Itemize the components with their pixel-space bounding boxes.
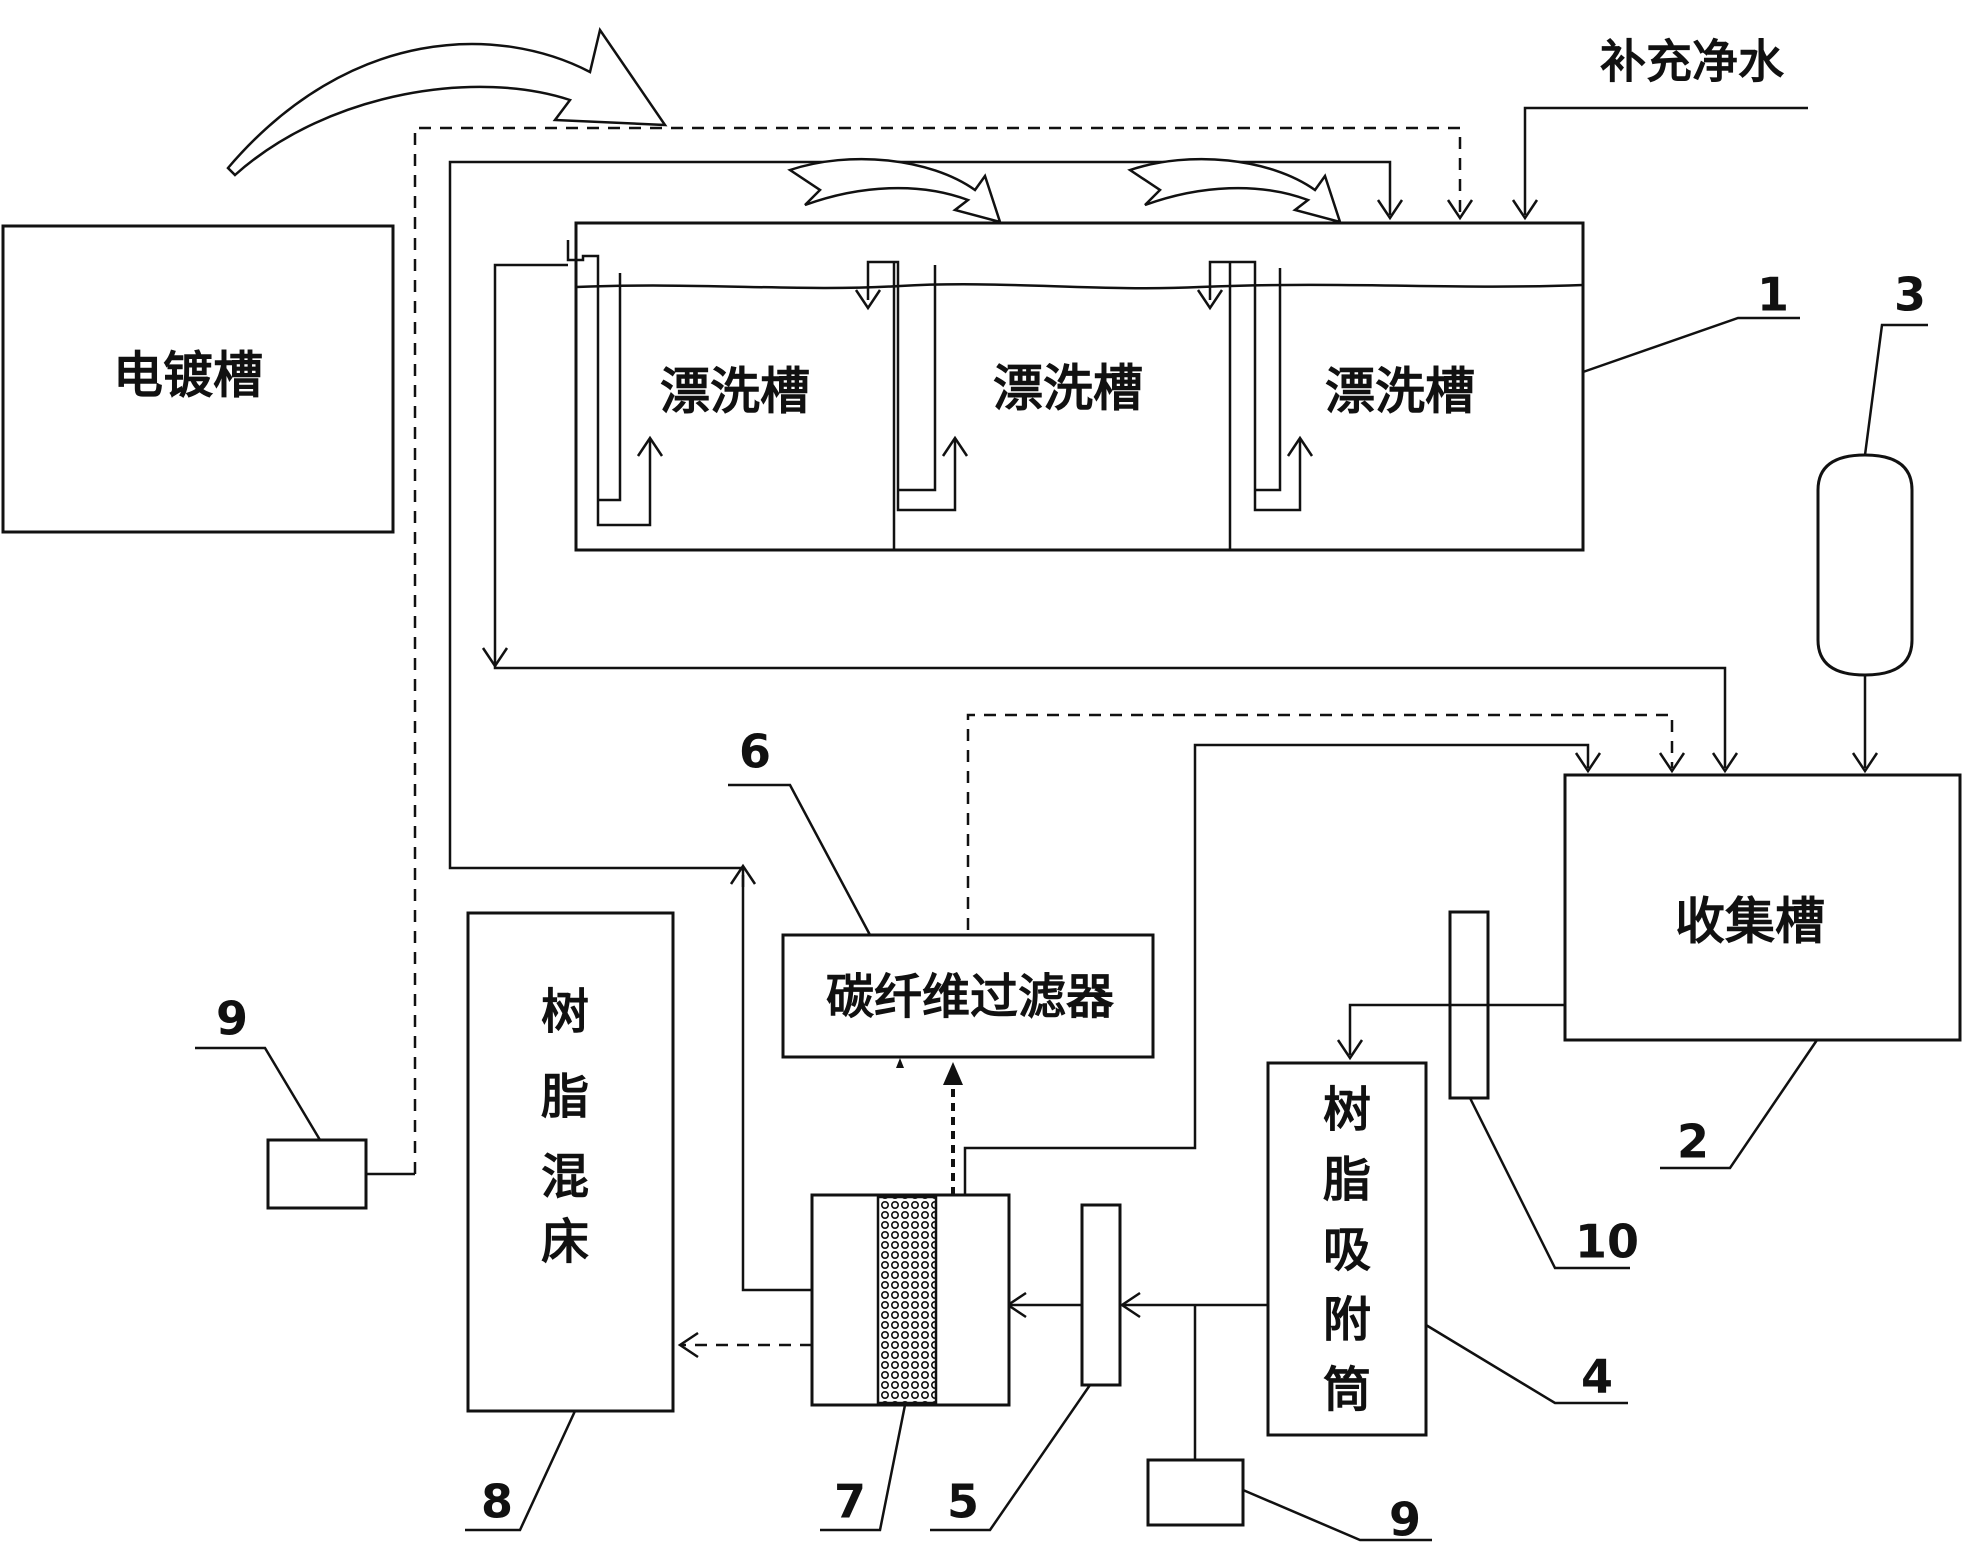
callout-1: 1 <box>1757 268 1789 322</box>
callout-10: 10 <box>1575 1215 1639 1269</box>
small-transfer-arrow-2 <box>1127 157 1342 224</box>
callout-leader-4 <box>1425 1323 1628 1405</box>
arrowhead-vessel-3 <box>1851 752 1879 774</box>
arrowhead-solid-top <box>1376 199 1404 221</box>
overflow-pipe-1b <box>598 273 622 502</box>
filter-to-collection-line <box>963 743 1590 1195</box>
dashed-filter-line <box>966 713 1674 930</box>
callout-leader-9-left <box>195 1046 322 1141</box>
water-surface <box>575 283 1584 290</box>
callout-leader-8 <box>465 1410 577 1532</box>
small-transfer-arrow-1 <box>787 157 1002 224</box>
callout-9-left: 9 <box>216 992 248 1046</box>
resin-adsorption-char-5: 筒 <box>1323 1362 1371 1418</box>
arrowhead-pipe-3-up <box>1286 435 1314 457</box>
rinse-tank-label-2: 漂洗槽 <box>993 360 1143 418</box>
arrowhead-pipe-2-up <box>941 435 969 457</box>
overflow-pipe-2 <box>866 260 957 512</box>
arrowhead-to-resin-adsorption <box>1336 1039 1364 1061</box>
electroplating-tank-label: 电镀槽 <box>113 347 263 405</box>
rinse-tank-label-3: 漂洗槽 <box>1325 363 1475 421</box>
arrowhead-clean-water <box>1511 199 1539 221</box>
callout-3: 3 <box>1894 268 1926 322</box>
callout-4: 4 <box>1581 1350 1613 1404</box>
unit-7-return-line <box>741 875 812 1292</box>
arrowhead-dotted-carbon <box>943 1062 963 1085</box>
callout-8: 8 <box>481 1475 513 1529</box>
arrowhead-small-carbon <box>896 1058 904 1068</box>
overflow-pipe-1 <box>566 240 652 527</box>
clean-water-line <box>1523 106 1808 215</box>
callout-5: 5 <box>947 1475 979 1529</box>
resin-adsorption-char-3: 吸 <box>1323 1222 1371 1278</box>
resin-mixed-bed-char-4: 床 <box>541 1214 589 1270</box>
solid-return-line-top <box>448 160 1392 887</box>
arrowhead-drain-left <box>481 647 509 669</box>
arrowhead-to-mixed-bed <box>677 1331 699 1359</box>
collection-outlet-line <box>1348 1003 1565 1055</box>
callout-leader-9-lower <box>1242 1488 1432 1542</box>
overflow-pipe-3b <box>1255 268 1282 492</box>
resin-adsorption-column <box>1266 1061 1428 1437</box>
carbon-fiber-filter-label: 碳纤维过滤器 <box>826 969 1115 1025</box>
arrowhead-pipe-3-down <box>1196 289 1224 311</box>
callout-2: 2 <box>1677 1115 1709 1169</box>
control-unit-9-left <box>266 1138 368 1210</box>
carbon-fiber-filter <box>781 933 1155 1059</box>
resin-adsorption-char-4: 附 <box>1323 1292 1371 1348</box>
electroplating-tank <box>1 224 395 534</box>
filter-media-7 <box>876 1195 938 1405</box>
callout-7: 7 <box>834 1475 866 1529</box>
big-transfer-arrow <box>226 26 668 177</box>
pump-5 <box>1080 1203 1122 1387</box>
collection-tank <box>1563 773 1962 1042</box>
callout-6: 6 <box>739 725 771 779</box>
resin-mixed-bed-char-1: 树 <box>541 984 589 1040</box>
callout-9-lower: 9 <box>1389 1493 1421 1547</box>
control-unit-9-lower <box>1146 1458 1245 1527</box>
callout-leader-1 <box>1582 316 1800 374</box>
overflow-pipe-3 <box>1208 260 1302 512</box>
collection-tank-label: 收集槽 <box>1675 893 1825 951</box>
callout-leader-7 <box>820 1404 907 1532</box>
rinse-tank-label-1: 漂洗槽 <box>660 363 810 421</box>
arrowhead-dashed-top <box>1446 199 1474 221</box>
arrowhead-pipe-2-down <box>854 289 882 311</box>
rinse-tank-assembly <box>574 221 1585 552</box>
resin-mixed-bed <box>466 911 675 1413</box>
arrowhead-drain-collect <box>1711 752 1739 774</box>
callout-leader-2 <box>1660 1039 1819 1170</box>
callout-leader-10 <box>1468 1097 1630 1270</box>
arrowhead-to-pump-5 <box>1119 1291 1141 1319</box>
callout-leader-6 <box>728 783 872 936</box>
arrowhead-resin-up <box>729 863 757 885</box>
callout-leader-3 <box>1863 323 1928 456</box>
overflow-pipe-2b <box>898 265 937 492</box>
arrowhead-pipe-1 <box>636 435 664 457</box>
resin-mixed-bed-char-2: 脂 <box>541 1069 589 1125</box>
vessel-3 <box>1816 453 1914 677</box>
arrowhead-dashed-collect <box>1658 752 1686 774</box>
resin-mixed-bed-char-3: 混 <box>541 1149 589 1205</box>
callout-leader-5 <box>930 1384 1092 1532</box>
resin-adsorption-char-1: 树 <box>1323 1082 1371 1138</box>
clean-water-label: 补充净水 <box>1600 35 1785 89</box>
resin-adsorption-char-2: 脂 <box>1323 1152 1371 1208</box>
arrowhead-solid-collect <box>1574 752 1602 774</box>
